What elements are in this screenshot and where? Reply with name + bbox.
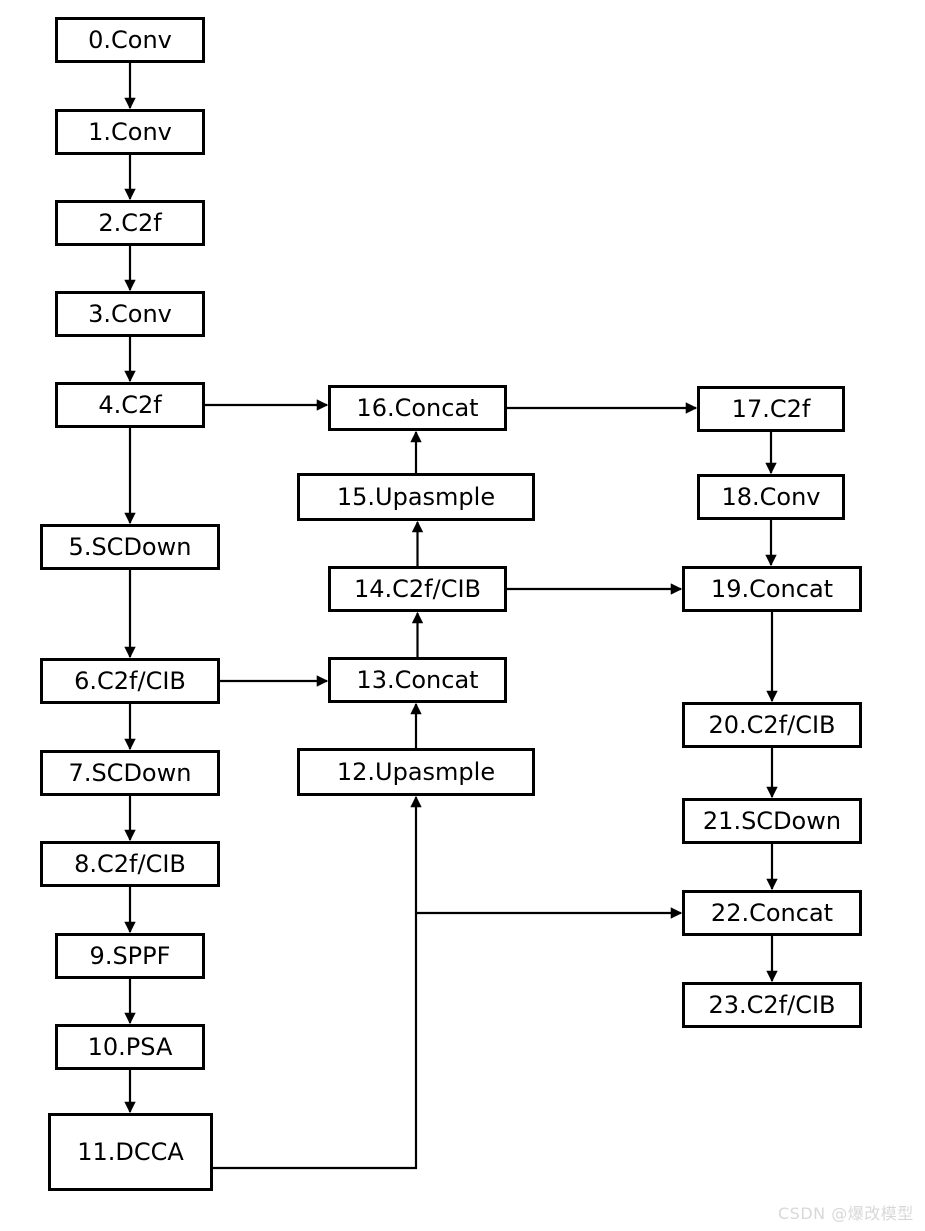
csdn-watermark: CSDN @爆改模型 [778, 1204, 914, 1223]
node-3-conv[interactable]: 3.Conv [55, 291, 205, 337]
node-0-conv[interactable]: 0.Conv [55, 17, 205, 63]
node-9-sppf[interactable]: 9.SPPF [55, 933, 205, 979]
node-10-psa[interactable]: 10.PSA [55, 1024, 205, 1070]
node-11-dcca[interactable]: 11.DCCA [48, 1113, 213, 1191]
node-22-concat[interactable]: 22.Concat [682, 890, 862, 936]
node-13-concat[interactable]: 13.Concat [328, 657, 507, 703]
node-19-concat[interactable]: 19.Concat [682, 566, 862, 612]
node-5-scdown[interactable]: 5.SCDown [40, 524, 220, 570]
node-6-c2f-cib[interactable]: 6.C2f/CIB [40, 658, 220, 704]
node-18-conv[interactable]: 18.Conv [697, 474, 845, 520]
node-17-c2f[interactable]: 17.C2f [697, 386, 845, 432]
node-4-c2f[interactable]: 4.C2f [55, 382, 205, 428]
node-15-upsample[interactable]: 15.Upasmple [297, 473, 535, 521]
node-1-conv[interactable]: 1.Conv [55, 109, 205, 155]
node-14-c2f-cib[interactable]: 14.C2f/CIB [328, 566, 507, 612]
node-21-scdown[interactable]: 21.SCDown [682, 798, 862, 844]
node-2-c2f[interactable]: 2.C2f [55, 200, 205, 246]
node-20-c2f-cib[interactable]: 20.C2f/CIB [682, 702, 862, 748]
node-7-scdown[interactable]: 7.SCDown [40, 750, 220, 796]
node-23-c2f-cib[interactable]: 23.C2f/CIB [682, 982, 862, 1028]
node-12-upsample[interactable]: 12.Upasmple [297, 748, 535, 796]
node-8-c2f-cib[interactable]: 8.C2f/CIB [40, 841, 220, 887]
node-16-concat[interactable]: 16.Concat [328, 385, 507, 431]
